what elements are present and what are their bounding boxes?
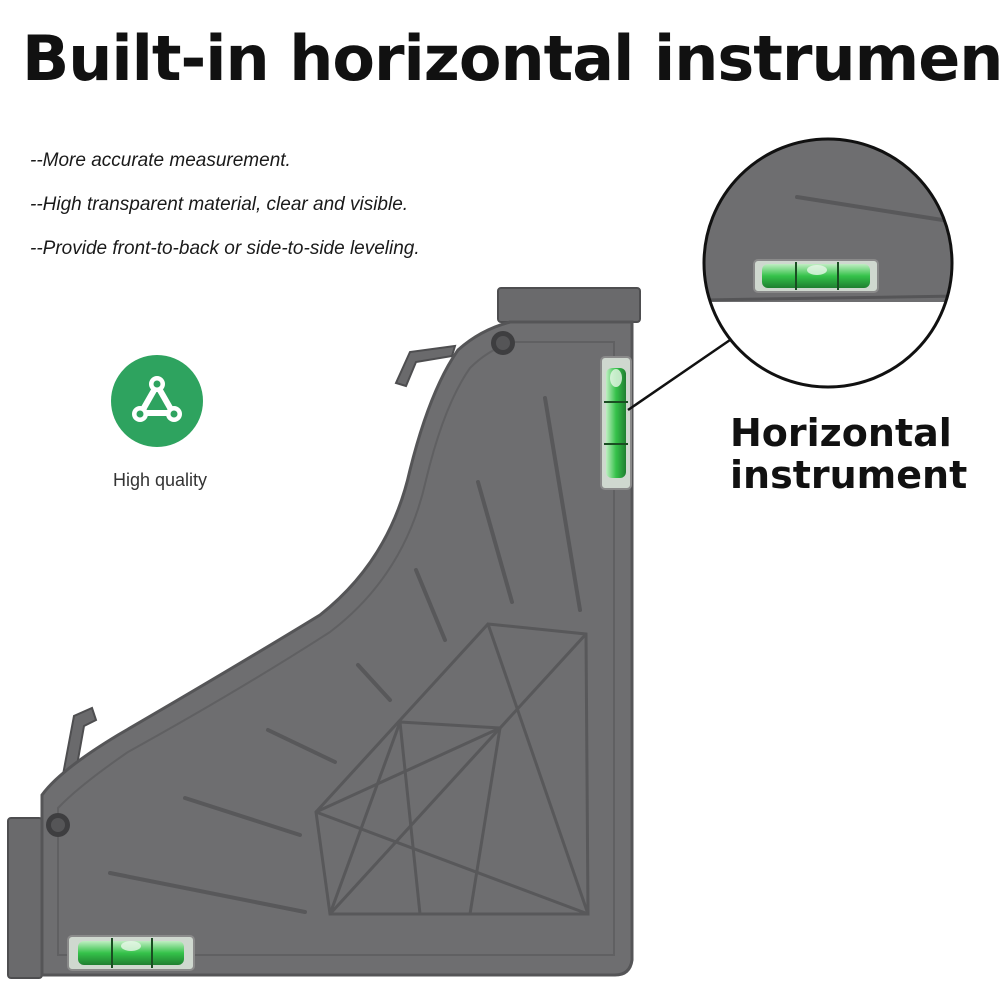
callout-line: Horizontal (730, 411, 952, 455)
feature-item: --More accurate measurement. (30, 150, 291, 171)
callout-label: Horizontal instrument (730, 412, 967, 496)
chain-link-icon (132, 376, 182, 422)
feature-item: --Provide front-to-back or side-to-side … (30, 238, 420, 259)
feature-list: --More accurate measurement. --High tran… (30, 150, 420, 282)
side-clip (7, 817, 43, 979)
feature-item: --High transparent material, clear and v… (30, 194, 409, 215)
zoom-detail (704, 139, 952, 387)
ruler-body (40, 320, 634, 977)
callout-pointer (627, 338, 731, 412)
badge-label: High quality (112, 470, 208, 490)
page-title: Built-in horizontal instrument (22, 22, 1000, 95)
hook (394, 344, 457, 388)
quality-badge (111, 355, 203, 447)
callout-line: instrument (730, 453, 968, 497)
top-clip (497, 287, 641, 323)
